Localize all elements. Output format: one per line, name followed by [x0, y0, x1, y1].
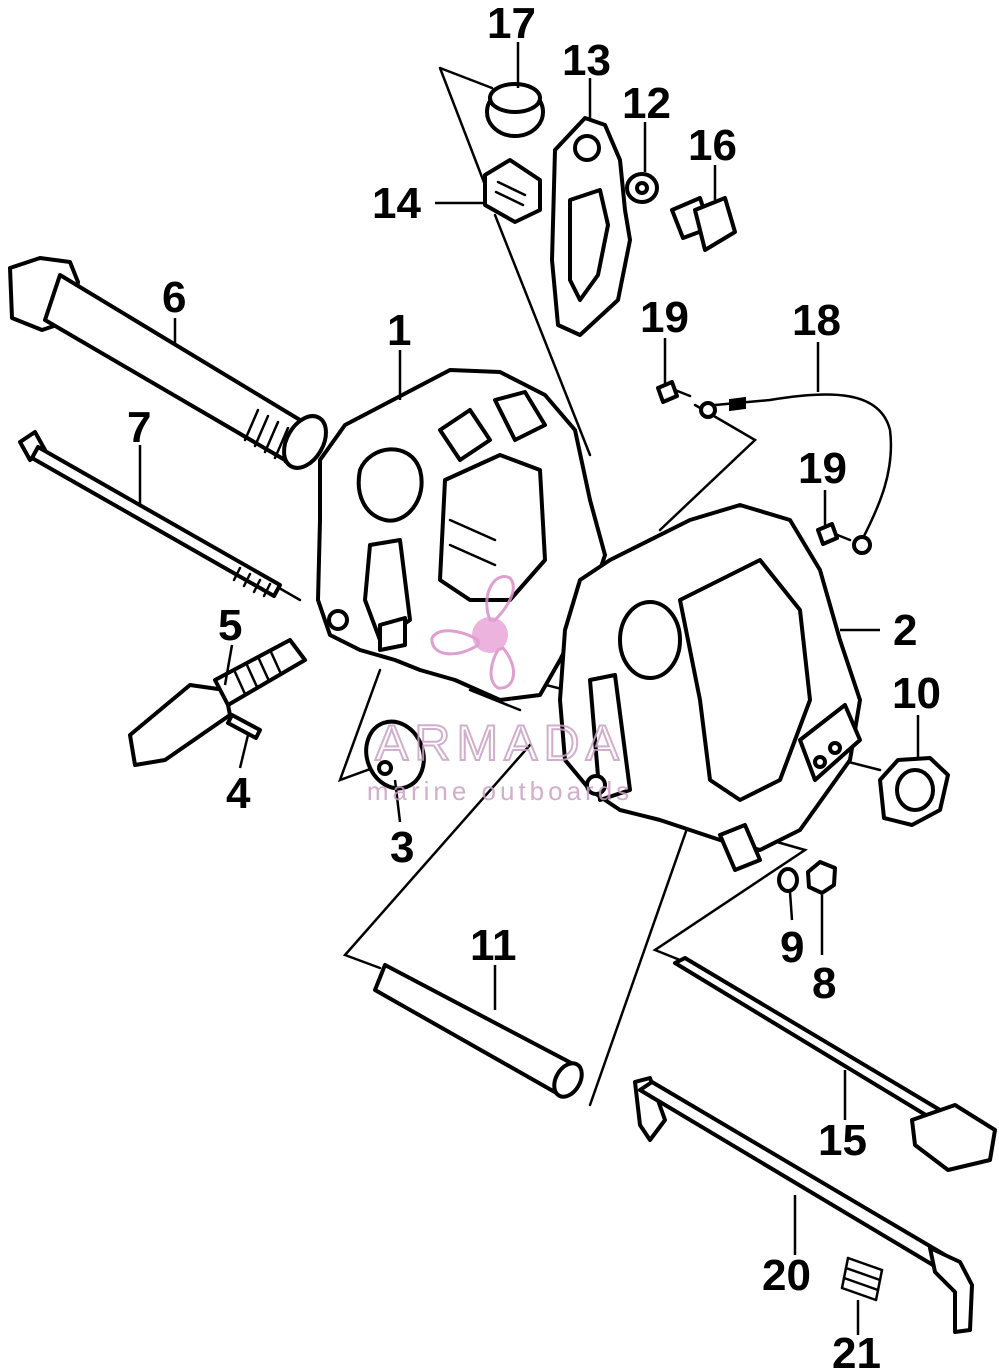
callout-15: 15 — [818, 1116, 867, 1165]
part-11-tube — [373, 963, 584, 1099]
callout-4: 4 — [226, 769, 251, 818]
callout-8: 8 — [812, 959, 836, 1008]
part-1-clamp-bracket-left — [316, 368, 607, 712]
part-18-ground-wire — [699, 393, 893, 555]
part-12-washer — [625, 172, 659, 204]
callout-7: 7 — [127, 403, 151, 452]
callout-21: 21 — [832, 1329, 881, 1370]
part-8-nut — [806, 860, 837, 895]
callout-11: 11 — [470, 921, 517, 970]
callout-17: 17 — [487, 0, 536, 48]
callout-10: 10 — [892, 669, 941, 718]
part-13-tilt-plate — [550, 116, 632, 337]
part-3-washer-plate — [364, 719, 426, 791]
callout-18: 18 — [792, 296, 841, 345]
propeller-logo-icon — [430, 575, 516, 690]
callout-14: 14 — [372, 179, 421, 228]
callout-13: 13 — [562, 36, 611, 85]
callout-labels: 17 13 12 16 14 6 1 19 18 7 19 5 2 10 4 3… — [127, 0, 941, 1370]
part-21-spring — [840, 1256, 884, 1302]
callout-9: 9 — [780, 923, 804, 972]
callout-19-lower: 19 — [798, 444, 847, 493]
part-2-clamp-bracket-right — [558, 503, 862, 872]
callout-3: 3 — [390, 823, 414, 872]
part-4-pin — [226, 713, 262, 740]
part-17-collar — [485, 82, 545, 138]
watermark: ARMADA marine outboards — [367, 575, 633, 806]
callout-20: 20 — [762, 1251, 811, 1300]
callout-5: 5 — [218, 601, 242, 650]
part-19-screws — [656, 380, 852, 546]
part-10-nut — [878, 756, 950, 827]
part-9-washer — [777, 867, 799, 893]
part-20-lock-rod — [633, 1076, 974, 1334]
watermark-brand: ARMADA — [375, 715, 625, 771]
part-7-long-bolt — [18, 430, 282, 598]
callout-leaders — [138, 42, 920, 1335]
part-6-tilt-tube — [8, 256, 328, 470]
callout-1: 1 — [387, 306, 411, 355]
callout-16: 16 — [688, 121, 737, 170]
part-16-bolt — [670, 196, 737, 252]
callout-6: 6 — [162, 273, 186, 322]
watermark-tagline: marine outboards — [367, 776, 633, 806]
part-15-rod — [673, 956, 997, 1172]
callout-12: 12 — [622, 79, 671, 128]
callout-2: 2 — [893, 606, 917, 655]
callout-19-upper: 19 — [640, 293, 689, 342]
part-5-lever — [128, 638, 307, 767]
part-14-block — [483, 158, 542, 224]
